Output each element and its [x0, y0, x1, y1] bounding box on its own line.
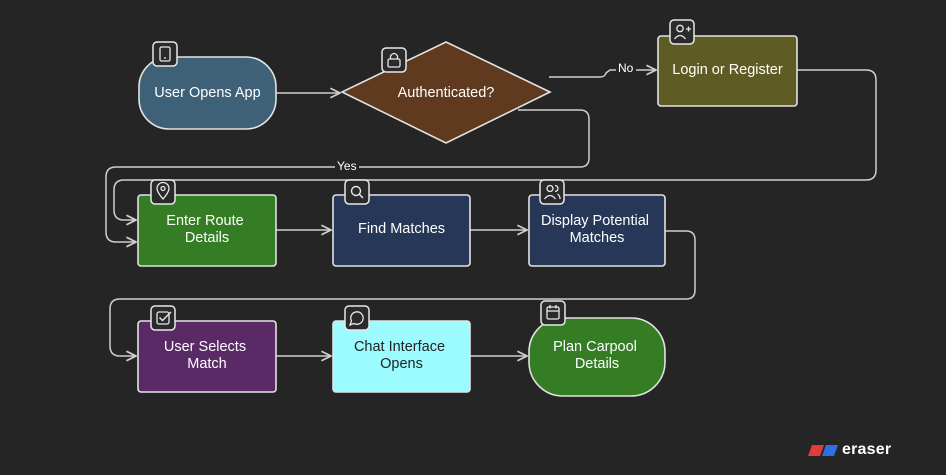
node-label: User Opens App: [154, 85, 260, 101]
users-icon: [539, 179, 565, 205]
user-plus-icon: [669, 19, 695, 45]
node-label: Display Potential Matches: [541, 213, 653, 246]
node-authenticated[interactable]: Authenticated?: [340, 41, 552, 144]
eraser-logo: eraser: [807, 441, 892, 459]
logo-mark-blue: [821, 444, 839, 456]
node-label-line: Details: [185, 230, 229, 246]
edge-auth-no-to-login: [549, 70, 656, 78]
check-square-icon: [150, 305, 176, 331]
node-display-potential-matches[interactable]: Display Potential Matches: [528, 194, 666, 267]
node-label-line: Opens: [380, 356, 423, 372]
smartphone-icon: [152, 41, 178, 67]
edge-display-to-select: [109, 230, 696, 356]
node-label-line: Enter Route: [166, 213, 243, 229]
node-label-line: Plan Carpool: [553, 339, 637, 355]
node-label: Chat Interface Opens: [354, 339, 449, 372]
node-label-line: Display Potential: [541, 213, 649, 229]
edge-login-to-route: [113, 69, 877, 220]
node-label: Plan Carpool Details: [553, 339, 641, 372]
eraser-logo-icon: [807, 444, 839, 456]
node-label-line: Matches: [570, 230, 625, 246]
node-label: User Selects Match: [164, 339, 250, 372]
node-enter-route-details[interactable]: Enter Route Details: [137, 194, 277, 267]
search-icon: [344, 179, 370, 205]
node-plan-carpool-details[interactable]: Plan Carpool Details: [528, 317, 666, 397]
node-label: Authenticated?: [398, 85, 495, 101]
message-circle-icon: [344, 305, 370, 331]
node-label-line: Details: [575, 356, 619, 372]
eraser-logo-text: eraser: [842, 441, 892, 458]
map-pin-icon: [150, 179, 176, 205]
node-user-selects-match[interactable]: User Selects Match: [137, 320, 277, 393]
node-label: Find Matches: [358, 221, 445, 237]
node-label: Login or Register: [672, 62, 783, 78]
lock-icon: [381, 47, 407, 73]
edge-label-no: No: [618, 61, 634, 75]
node-label-line: Match: [187, 356, 227, 372]
calendar-icon: [540, 300, 566, 326]
node-login-register[interactable]: Login or Register: [657, 35, 798, 107]
node-chat-interface-opens[interactable]: Chat Interface Opens: [332, 320, 471, 393]
node-label-line: User Selects: [164, 339, 246, 355]
node-user-opens-app[interactable]: User Opens App: [138, 56, 277, 130]
node-label: Enter Route Details: [166, 213, 247, 246]
edge-label-yes: Yes: [337, 159, 357, 173]
node-find-matches[interactable]: Find Matches: [332, 194, 471, 267]
node-label-line: Chat Interface: [354, 339, 445, 355]
